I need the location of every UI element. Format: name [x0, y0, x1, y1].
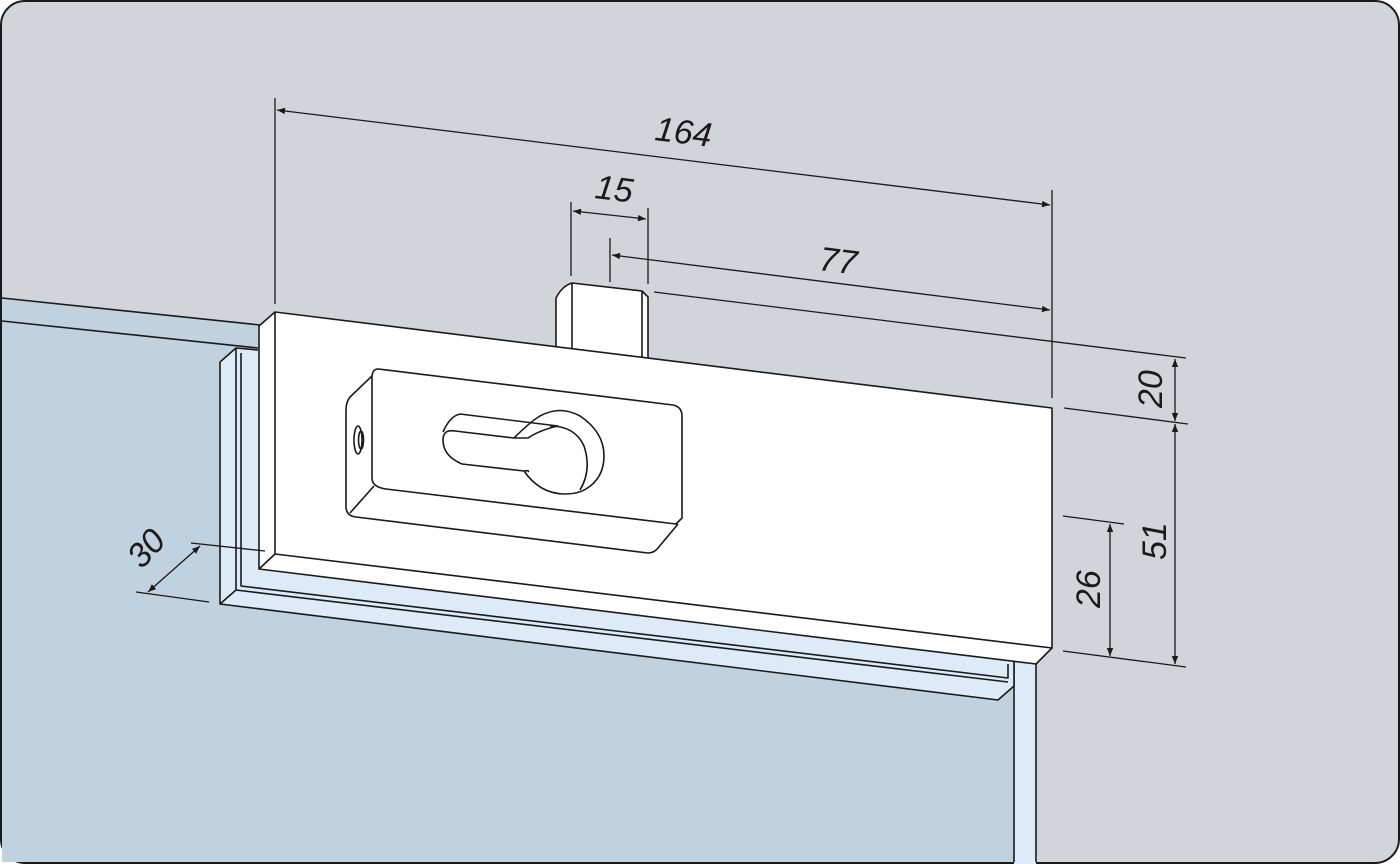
dim-label-15: 15 — [593, 168, 635, 210]
lock-bolt — [555, 282, 649, 358]
handle-recess — [345, 368, 683, 554]
dim-label-164: 164 — [653, 110, 714, 155]
dimension-lines — [147, 107, 1179, 664]
dim-label-20: 20 — [1132, 370, 1170, 409]
screw-hole-icon — [353, 425, 363, 455]
extension-lines — [135, 98, 1189, 668]
dim-label-26: 26 — [1070, 570, 1108, 609]
dim-label-77: 77 — [817, 240, 860, 282]
lock-body — [258, 311, 1053, 665]
dim-label-51: 51 — [1136, 522, 1174, 560]
